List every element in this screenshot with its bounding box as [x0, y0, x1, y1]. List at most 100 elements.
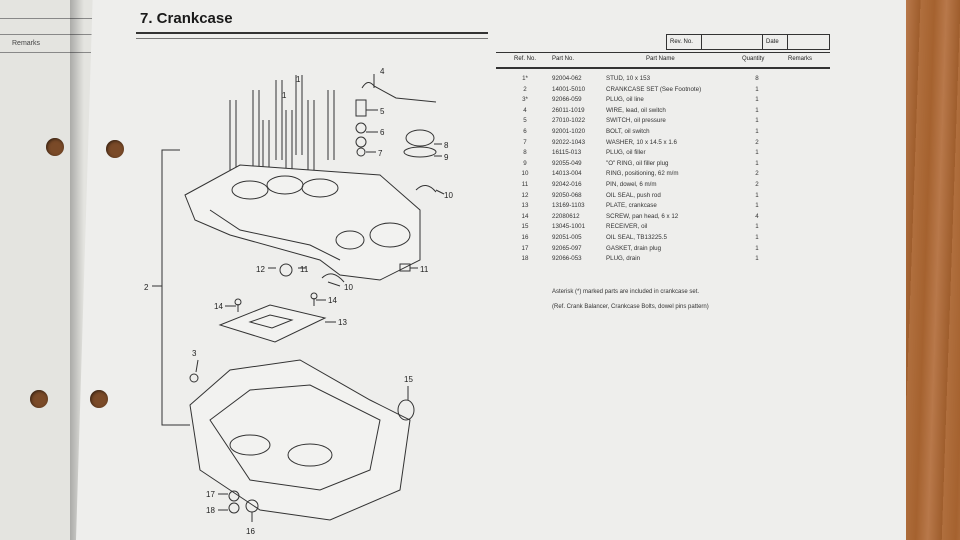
- callout-5: 5: [380, 107, 385, 116]
- cell-quantity: 1: [755, 85, 759, 93]
- cell-quantity: 1: [755, 202, 759, 210]
- cell-part-name: GASKET, drain plug: [606, 244, 662, 252]
- cell-ref-no: 17: [521, 244, 529, 252]
- cell-part-name: WIRE, lead, oil switch: [606, 106, 666, 114]
- header-remarks: Remarks: [788, 56, 813, 62]
- cell-ref-no: 2: [523, 85, 527, 93]
- callout-10: 10: [344, 283, 353, 292]
- oil-switch-lead: [361, 82, 437, 103]
- cell-part-no: 92066-053: [552, 255, 582, 263]
- revision-box: Rev. No. Date: [666, 34, 830, 50]
- cell-part-name: PLUG, oil line: [606, 96, 644, 104]
- cell-ref-no: 11: [521, 181, 529, 188]
- binder-hole: [106, 140, 124, 158]
- cell-part-name: CRANKCASE SET (See Footnote): [606, 85, 702, 93]
- cell-ref-no: 10: [521, 170, 529, 178]
- cell-quantity: 1: [755, 117, 759, 125]
- table-row: 17 92065-097 GASKET, drain plug 1: [496, 242, 830, 252]
- cell-quantity: 1: [755, 223, 759, 231]
- callout-14: 14: [214, 302, 223, 311]
- callout-11: 11: [420, 265, 429, 274]
- cell-quantity: 1: [755, 128, 759, 135]
- cell-quantity: 1: [755, 96, 759, 104]
- cell-ref-no: 7: [523, 138, 527, 146]
- cell-quantity: 8: [755, 75, 759, 82]
- date-label: Date: [763, 35, 788, 49]
- callout-2: 2: [144, 283, 149, 292]
- cell-quantity: 1: [755, 106, 759, 114]
- cell-quantity: 4: [755, 212, 759, 220]
- cell-quantity: 1: [755, 149, 759, 157]
- cell-part-no: 92051-005: [552, 234, 582, 241]
- cell-part-no: 14013-004: [552, 170, 582, 178]
- cell-part-no: 92004-062: [552, 75, 582, 82]
- left-page-rule: [0, 18, 98, 19]
- header-ref-no: Ref. No.: [513, 56, 536, 62]
- footnote-line-1: Asterisk (*) marked parts are included i…: [552, 289, 700, 295]
- callout-14: 14: [328, 296, 337, 305]
- cell-part-no: 92066-059: [552, 96, 582, 104]
- callout-4: 4: [380, 67, 385, 76]
- cell-part-name: OIL SEAL, push rod: [606, 191, 661, 199]
- binder-hole: [46, 138, 64, 156]
- cell-part-no: 13169-1103: [552, 202, 585, 210]
- table-row: 3* 92066-059 PLUG, oil line 1: [496, 93, 830, 104]
- callout-11: 11: [300, 265, 309, 274]
- cell-quantity: 2: [755, 170, 759, 178]
- cell-part-no: 16115-013: [552, 149, 582, 157]
- cell-part-no: 26011-1019: [552, 106, 585, 114]
- section-title: 7. Crankcase: [140, 10, 233, 27]
- callout-10: 10: [444, 191, 453, 200]
- table-rule: [496, 68, 830, 69]
- cell-ref-no: 4: [523, 106, 527, 114]
- left-page-rule: [0, 52, 98, 53]
- cell-ref-no: 15: [521, 223, 529, 231]
- cell-part-name: OIL SEAL, TB13225.5: [606, 234, 667, 241]
- cell-part-name: PIN, dowel, 6 m/m: [606, 181, 657, 188]
- lower-crankcase: [189, 359, 411, 521]
- cell-part-name: PLUG, drain: [606, 255, 641, 263]
- cell-part-no: 14001-5010: [552, 85, 586, 93]
- studs: [229, 75, 335, 200]
- table-row: 8 16115-013 PLUG, oil filler 1: [496, 146, 830, 157]
- cell-part-no: 92042-016: [552, 181, 582, 188]
- callout-18: 18: [206, 506, 215, 515]
- callout-1: 1: [282, 91, 287, 100]
- cell-part-no: 13045-1001: [552, 223, 586, 231]
- cell-part-no: 22080612: [552, 212, 580, 220]
- cell-ref-no: 9: [523, 159, 527, 167]
- left-remarks-label: Remarks: [12, 40, 41, 47]
- crankcase-plate: [218, 304, 327, 343]
- table-row: 13 13169-1103 PLATE, crankcase 1: [496, 199, 830, 210]
- cell-ref-no: 6: [523, 128, 527, 135]
- cell-ref-no: 14: [521, 212, 529, 220]
- title-rule: [136, 32, 488, 34]
- header-quantity: Quantity: [742, 56, 765, 62]
- cell-quantity: 1: [755, 244, 759, 252]
- cell-quantity: 1: [755, 159, 759, 167]
- cell-part-name: PLUG, oil filler: [606, 149, 646, 157]
- callout-3: 3: [192, 349, 197, 358]
- cell-part-name: PLATE, crankcase: [606, 202, 657, 210]
- cell-part-name: WASHER, 10 x 14.5 x 1.6: [606, 138, 677, 146]
- date-value: [788, 35, 829, 49]
- callout-7: 7: [378, 149, 383, 158]
- cell-quantity: 2: [755, 138, 759, 146]
- cell-ref-no: 3*: [522, 96, 528, 104]
- cell-part-no: 92065-097: [552, 244, 582, 252]
- callout-8: 8: [444, 141, 449, 150]
- table-row: 11 92042-016 PIN, dowel, 6 m/m 2: [496, 178, 830, 188]
- callout-16: 16: [246, 527, 255, 536]
- cell-part-name: "O" RING, oil filler plug: [606, 159, 669, 167]
- table-row: 7 92022-1043 WASHER, 10 x 14.5 x 1.6 2: [496, 136, 830, 146]
- cell-ref-no: 8: [523, 149, 527, 157]
- rev-label: Rev. No.: [667, 35, 702, 49]
- cell-ref-no: 18: [521, 255, 529, 263]
- cell-ref-no: 13: [521, 202, 529, 210]
- cell-part-no: 92022-1043: [552, 138, 586, 146]
- cell-quantity: 2: [755, 181, 759, 188]
